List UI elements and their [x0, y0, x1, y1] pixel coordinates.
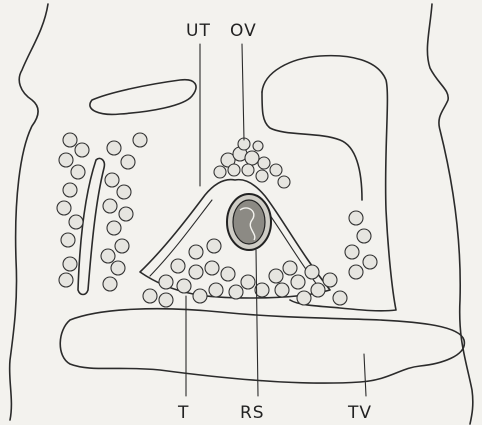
label-tv: TV — [347, 403, 372, 423]
leader-rs — [256, 250, 258, 396]
testis-follicles — [57, 133, 377, 307]
bottom-organ — [60, 309, 464, 383]
label-ut: UT — [186, 21, 211, 41]
label-ov: OV — [230, 21, 257, 41]
receptaculum-seminis — [227, 194, 271, 250]
upper-left-organ — [90, 80, 196, 115]
body-outline-right — [427, 4, 472, 424]
label-rs: RS — [240, 403, 265, 423]
right-organ-inner — [262, 92, 362, 200]
label-t: T — [177, 403, 189, 423]
leader-ov — [242, 44, 244, 140]
leader-tv — [364, 354, 366, 396]
body-outline-left — [10, 4, 48, 420]
